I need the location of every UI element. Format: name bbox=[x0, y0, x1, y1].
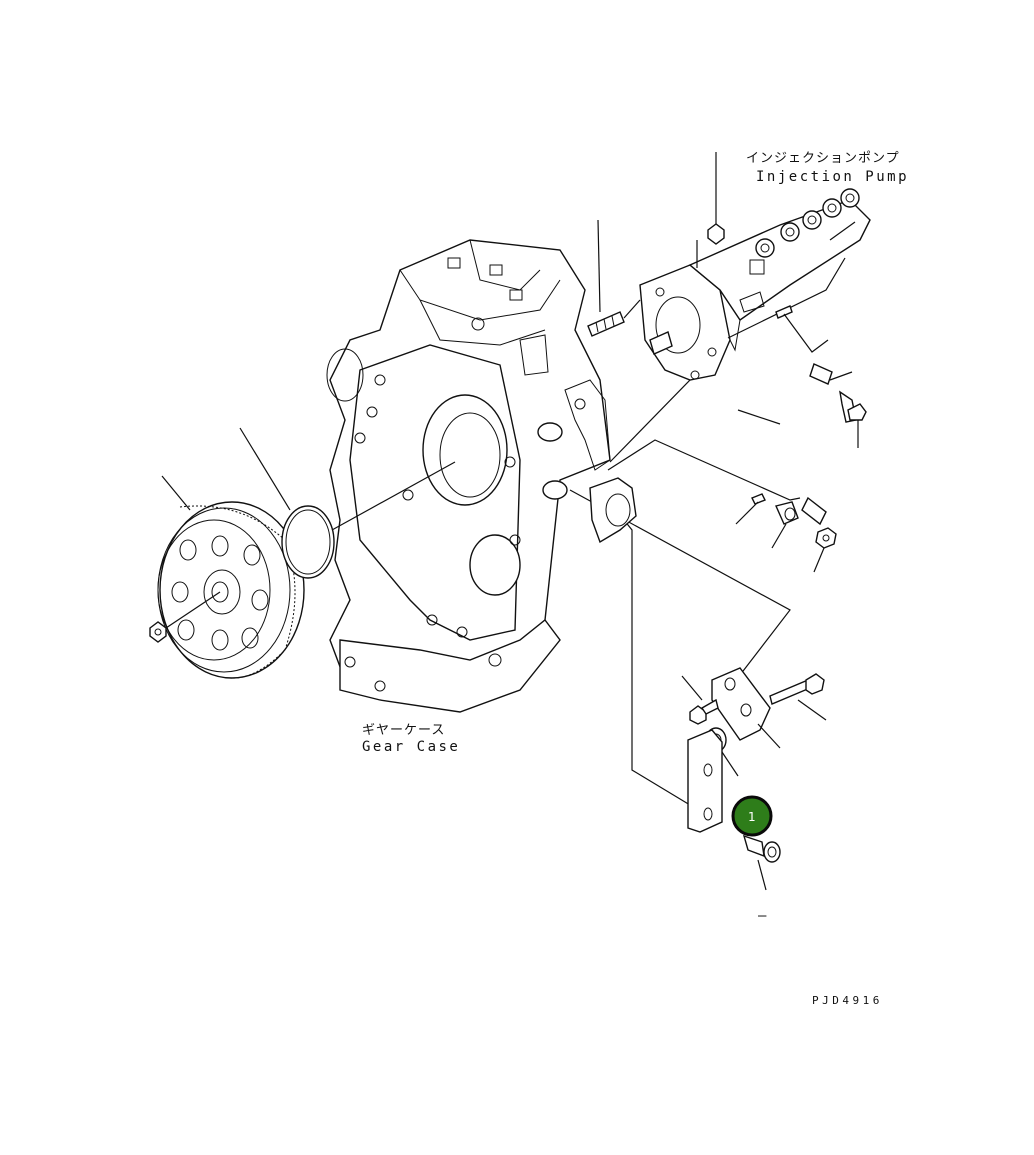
o-ring-icon bbox=[281, 505, 335, 579]
gear-case-label-en: Gear Case bbox=[362, 739, 460, 755]
pipe-icon bbox=[780, 363, 833, 526]
nut-icon bbox=[707, 223, 725, 245]
injection-pump-label-en: Injection Pump bbox=[756, 169, 909, 185]
injection-pump bbox=[639, 188, 871, 381]
nut-icon bbox=[149, 621, 167, 643]
nut-icon bbox=[815, 527, 837, 549]
callout-number: 1 bbox=[748, 810, 756, 824]
bolt-icon bbox=[742, 834, 781, 863]
bolt-icon bbox=[775, 501, 799, 525]
bolt-icon bbox=[769, 673, 825, 705]
drawing-code: PJD4916 bbox=[812, 994, 883, 1007]
bolt-icon bbox=[587, 311, 625, 337]
gasket bbox=[589, 477, 637, 544]
bolt-icon bbox=[839, 390, 867, 423]
injection-pump-label-jp: インジェクションポンプ bbox=[746, 151, 900, 166]
bolt-icon bbox=[689, 698, 719, 725]
callout-marker[interactable]: 1 bbox=[731, 795, 773, 837]
gear-icon bbox=[157, 501, 305, 679]
dash-mark: – bbox=[758, 908, 769, 924]
gear-case-label-jp: ギヤーケース bbox=[362, 723, 445, 738]
bracket-icon bbox=[687, 667, 771, 833]
gear-case bbox=[326, 239, 611, 713]
